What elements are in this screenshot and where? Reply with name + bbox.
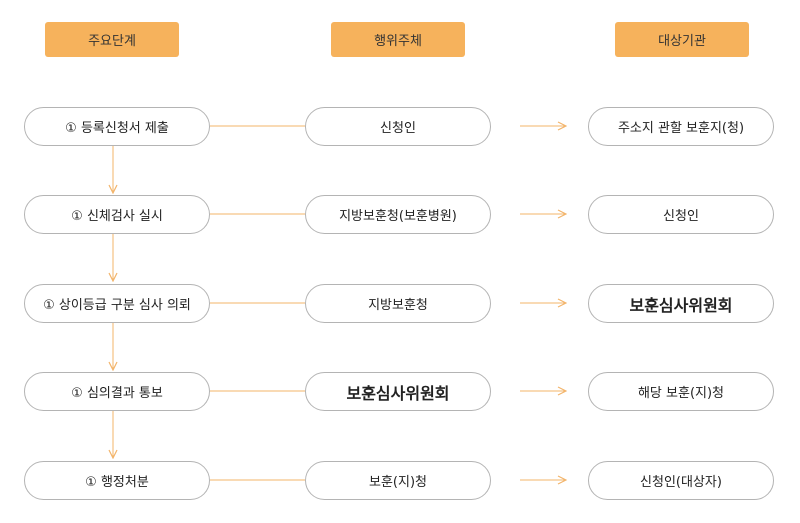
stage-step: ① 상이등급 구분 심사 의뢰 (24, 284, 210, 323)
actor-box: 지방보훈청(보훈병원) (305, 195, 491, 234)
target-box: 신청인 (588, 195, 774, 234)
stage-step: ① 심의결과 통보 (24, 372, 210, 411)
stage-step: ① 등록신청서 제출 (24, 107, 210, 146)
target-box: 주소지 관할 보훈지(청) (588, 107, 774, 146)
stage-step: ① 신체검사 실시 (24, 195, 210, 234)
actor-box: 보훈(지)청 (305, 461, 491, 500)
header-stage: 주요단계 (45, 22, 179, 57)
header-target: 대상기관 (615, 22, 749, 57)
actor-box: 보훈심사위원회 (305, 372, 491, 411)
header-actor: 행위주체 (331, 22, 465, 57)
target-box: 신청인(대상자) (588, 461, 774, 500)
stage-step: ① 행정처분 (24, 461, 210, 500)
actor-box: 신청인 (305, 107, 491, 146)
target-box: 보훈심사위원회 (588, 284, 774, 323)
actor-box: 지방보훈청 (305, 284, 491, 323)
target-box: 해당 보훈(지)청 (588, 372, 774, 411)
